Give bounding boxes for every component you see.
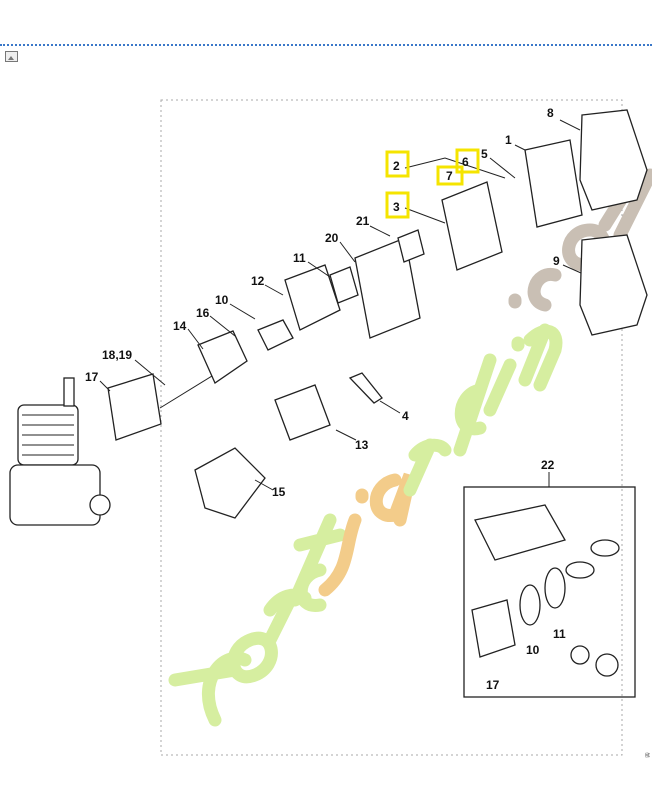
- diagram-frame: [160, 99, 623, 756]
- label-14: 14: [173, 319, 187, 333]
- highlight-boxes: [385, 148, 480, 219]
- lever-4: [348, 372, 383, 404]
- label-18-19: 18,19: [102, 348, 132, 362]
- air-filter-base: [441, 181, 503, 271]
- label-10: 10: [215, 293, 229, 307]
- gasket-11: [329, 266, 359, 304]
- plate-20: [354, 237, 421, 339]
- label-22: 22: [541, 458, 555, 472]
- kit-gasket-10: [519, 584, 541, 626]
- label-9: 9: [553, 254, 560, 268]
- label-5: 5: [481, 147, 488, 161]
- gasket-10: [257, 319, 294, 351]
- kit-gasket-b: [590, 539, 620, 557]
- cover-9: [579, 234, 648, 336]
- kit-gasket-11: [544, 567, 566, 609]
- image-icon[interactable]: [5, 51, 18, 62]
- intake-flange-14: [197, 330, 248, 384]
- label-20: 20: [325, 231, 339, 245]
- label-1: 1: [505, 133, 512, 147]
- kit-gasket: [474, 504, 566, 561]
- label-12: 12: [251, 274, 265, 288]
- carburetor-12: [284, 264, 341, 331]
- label-17: 17: [85, 370, 99, 384]
- label-2[interactable]: 2: [393, 159, 400, 173]
- filter-1: [524, 139, 583, 228]
- kit-label-17: 17: [486, 678, 500, 692]
- gasket-17: [107, 373, 162, 441]
- label-15: 15: [272, 485, 286, 499]
- label-3[interactable]: 3: [393, 200, 400, 214]
- engine: [9, 377, 111, 526]
- corner-code: ෂ: [643, 752, 652, 758]
- label-16: 16: [196, 306, 210, 320]
- label-21: 21: [356, 214, 370, 228]
- kit-seal-b: [595, 653, 619, 677]
- label-4: 4: [402, 409, 409, 423]
- cover-8: [579, 109, 648, 211]
- label-13: 13: [355, 438, 369, 452]
- kit-gasket-17: [471, 599, 516, 658]
- kit-seal-a: [570, 645, 590, 665]
- label-7[interactable]: 7: [446, 169, 453, 183]
- kit-gasket-a: [565, 561, 595, 579]
- label-6[interactable]: 6: [462, 155, 469, 169]
- label-11: 11: [293, 251, 306, 265]
- kit-label-10: 10: [526, 643, 540, 657]
- kit-label-11: 11: [553, 627, 566, 641]
- carburetor-13: [274, 384, 331, 441]
- gasket-21: [397, 229, 425, 263]
- page-divider: [0, 44, 652, 46]
- flange-15: [194, 447, 266, 519]
- label-8: 8: [547, 106, 554, 120]
